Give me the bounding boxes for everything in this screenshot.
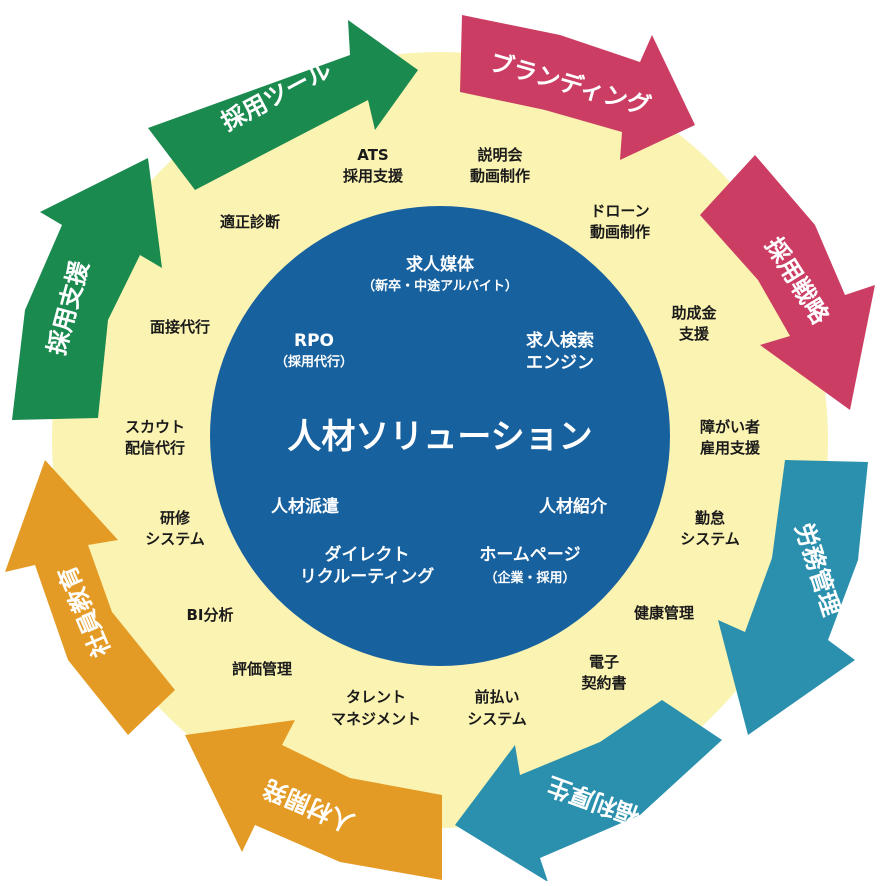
ring-item-line: 契約書 [580, 674, 626, 692]
inner-item-sub: （採用代行） [275, 354, 353, 370]
ring-item-line: 雇用支援 [700, 439, 761, 457]
ring-item-line: 障がい者 [700, 418, 760, 436]
ring-item-line: 適正診断 [220, 213, 280, 231]
inner-item-sub: （新卒・中途アルバイト） [362, 278, 518, 294]
arrow-romu-kanri: 労務管理 [718, 460, 868, 735]
ring-item-line: 面接代行 [150, 318, 210, 336]
ring-item-maebarai: 前払い システム [467, 688, 527, 728]
inner-item-sub: （企業・採用） [484, 570, 575, 586]
inner-item-homepage: ホームページ （企業・採用） [479, 545, 580, 586]
ring-item-scout: スカウト 配信代行 [125, 418, 185, 457]
ring-item-line: マネジメント [331, 710, 421, 728]
inner-item-main: 人材派遣 [271, 496, 339, 517]
inner-item-haken: 人材派遣 [271, 496, 339, 517]
inner-item-main: 求人媒体 [406, 254, 475, 275]
ring-item-hyoka: 評価管理 [232, 660, 292, 678]
inner-item-search-engine: 求人検索 エンジン [526, 330, 594, 373]
ring-item-kenshu: 研修 システム [145, 509, 205, 548]
ring-item-line: 支援 [678, 325, 710, 343]
ring-item-talent: タレント マネジメント [331, 688, 421, 728]
ring-item-denshi: 電子 契約書 [580, 653, 626, 692]
inner-item-main: 人材紹介 [539, 496, 608, 517]
arrow-saiyo-shien: 採用支援 [12, 158, 162, 420]
ring-item-line: スカウト [125, 418, 185, 436]
inner-item-sub: リクルーティング [300, 566, 434, 587]
inner-item-main: RPO [294, 331, 334, 351]
center-circle [210, 206, 670, 666]
ring-item-line: 健康管理 [634, 604, 694, 622]
ring-item-line: 採用支援 [343, 167, 404, 185]
ring-item-line: 評価管理 [232, 660, 292, 678]
inner-item-kyujin-baitai: 求人媒体 （新卒・中途アルバイト） [362, 254, 518, 294]
ring-item-setsumeikai: 説明会 動画制作 [470, 146, 530, 185]
ring-item-line: 配信代行 [125, 439, 185, 457]
ring-item-line: 助成金 [671, 304, 717, 322]
ring-item-line: システム [680, 530, 740, 548]
ring-item-shogai: 障がい者 雇用支援 [700, 418, 761, 457]
inner-item-sub: エンジン [526, 353, 594, 373]
ring-item-line: 電子 [589, 653, 619, 671]
ring-item-line: システム [467, 710, 527, 728]
arrow-shain-kyoiku: 社員教育 [5, 460, 175, 735]
ring-item-tekisei: 適正診断 [220, 213, 280, 231]
inner-item-main: ホームページ [479, 545, 580, 565]
ring-item-line: 前払い [474, 688, 519, 706]
inner-item-direct: ダイレクト リクルーティング [300, 544, 434, 587]
ring-item-line: ドローン [590, 202, 649, 220]
ring-item-bi: BI分析 [186, 606, 233, 624]
center-title: 人材ソリューション [287, 417, 592, 457]
ring-item-mensetsu: 面接代行 [150, 318, 210, 336]
arrow-branding: ブランディング [460, 15, 695, 160]
arrow-saiyo-senryaku: 採用戦略 [700, 155, 875, 410]
ring-item-drone: ドローン 動画制作 [590, 202, 650, 241]
arrow-fukuri-kosei: 福利厚生 [455, 700, 722, 882]
ring-item-line: 動画制作 [470, 167, 530, 185]
ring-item-kintai: 勤怠 システム [680, 509, 740, 548]
ring-item-line: 説明会 [477, 146, 522, 164]
ring-item-line: 動画制作 [590, 223, 650, 241]
ring-item-line: ATS [357, 146, 388, 164]
ring-item-line: タレント [346, 688, 406, 706]
inner-item-main: ダイレクト [325, 544, 410, 565]
ring-item-kenko: 健康管理 [634, 604, 694, 622]
ring-item-line: BI分析 [186, 606, 233, 624]
inner-item-rpo: RPO （採用代行） [275, 331, 353, 370]
inner-item-main: 求人検索 [526, 330, 594, 351]
arrow-jinzai-kaihatsu: 人材開発 [185, 720, 442, 880]
ring-item-line: 勤怠 [695, 509, 725, 527]
ring-item-joseikin: 助成金 支援 [671, 304, 717, 343]
ring-item-line: システム [145, 530, 205, 548]
inner-item-shokai: 人材紹介 [539, 496, 608, 517]
ring-item-line: 研修 [160, 509, 191, 527]
ring-item-ats: ATS 採用支援 [343, 146, 404, 185]
